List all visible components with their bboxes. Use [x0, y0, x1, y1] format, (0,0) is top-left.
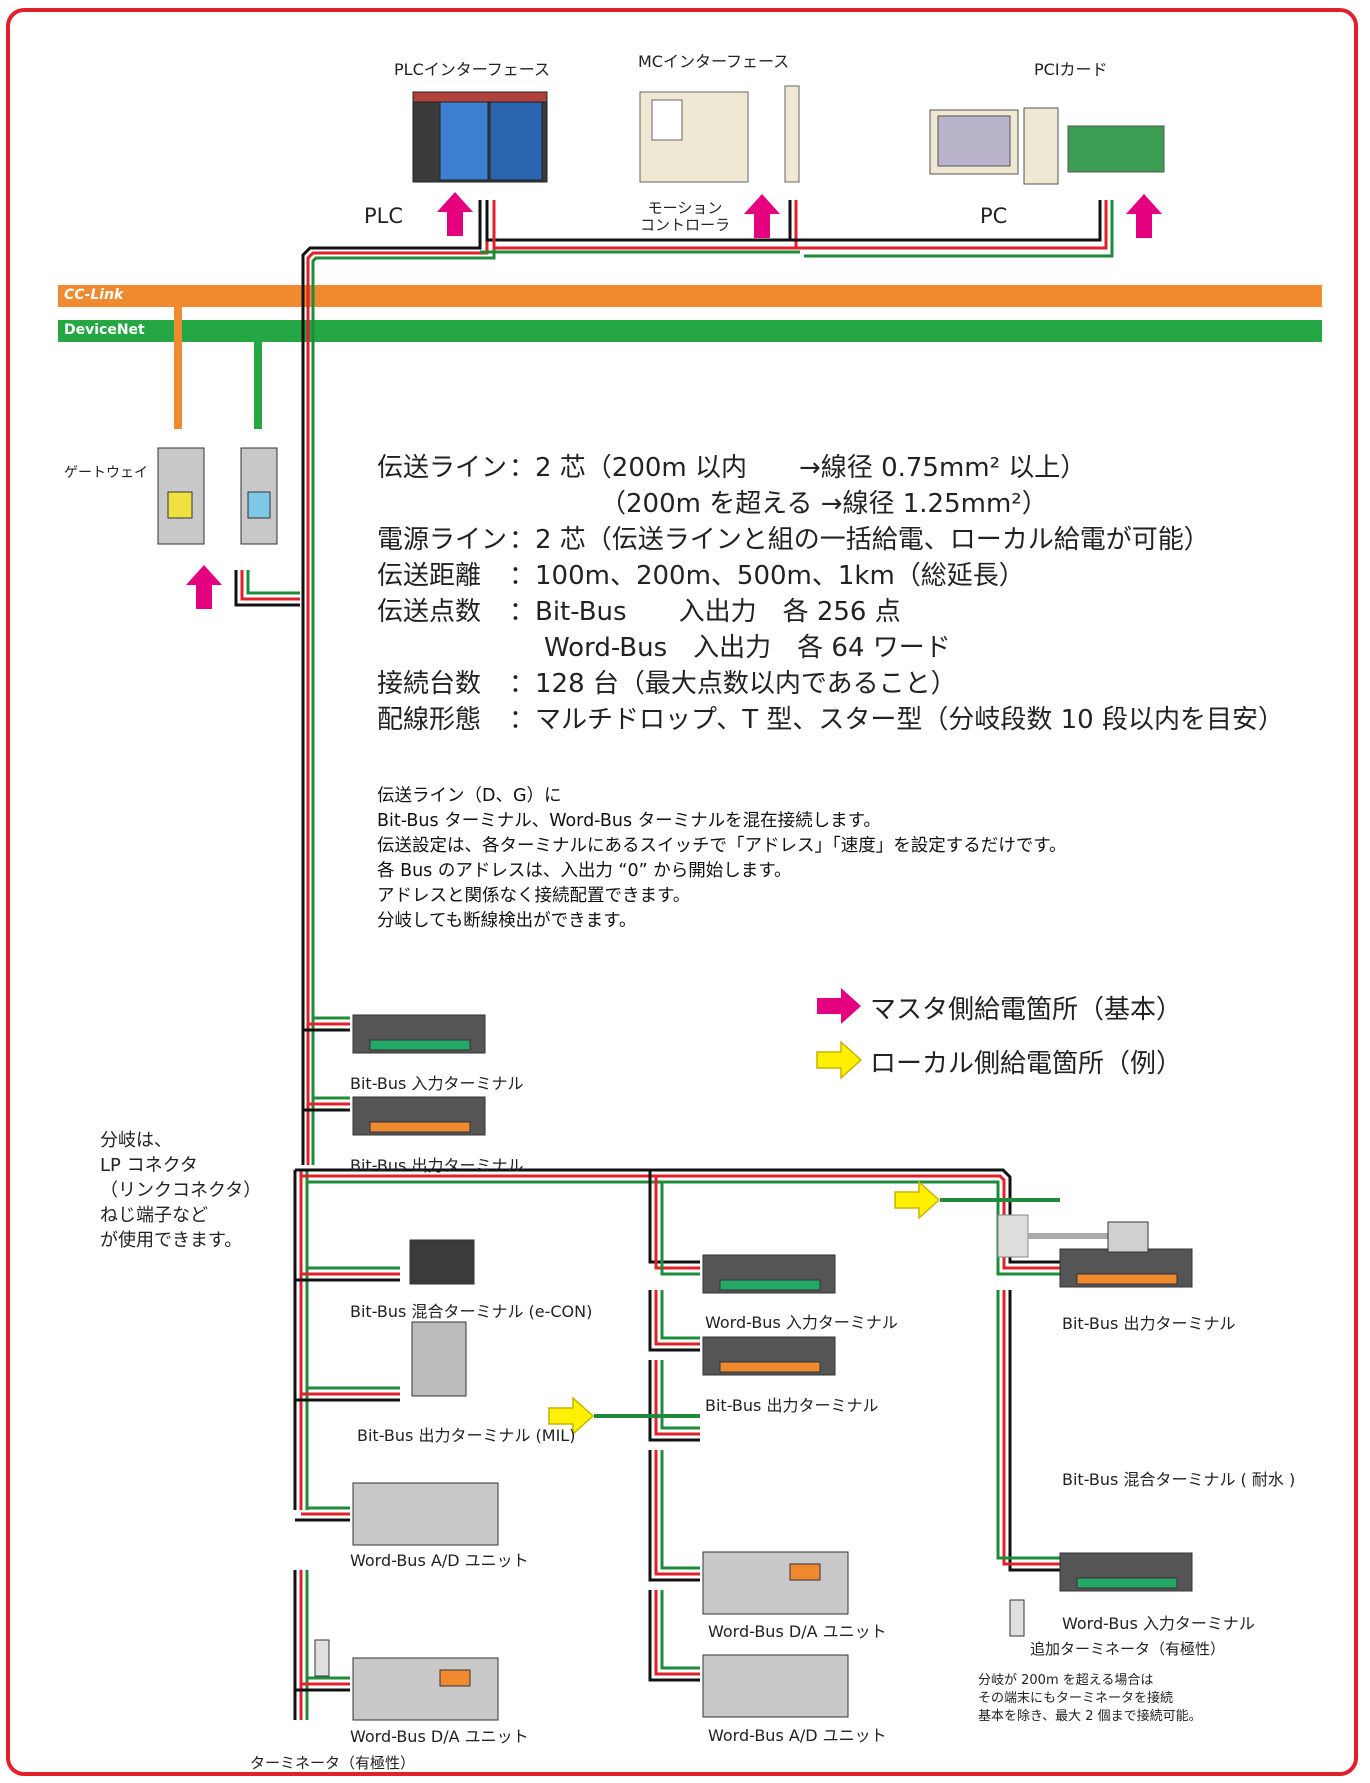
notes-block: 伝送ライン（D、G）に Bit-Bus ターミナル、Word-Bus ターミナル…	[377, 786, 1067, 931]
label-word-ad-1: Word-Bus A/D ユニット	[350, 1551, 529, 1570]
label-bit-in-1: Bit-Bus 入力ターミナル	[350, 1074, 524, 1093]
spec-row: 伝送ライン：2 芯（200m 以内 →線径 0.75mm² 以上）	[377, 453, 1087, 483]
label-word-in-2: Word-Bus 入力ターミナル	[705, 1313, 898, 1332]
spec-row: 接続台数：128 台（最大点数以内であること）	[377, 669, 957, 699]
legend-local: ローカル側給電箇所（例）	[870, 1049, 1183, 1079]
legend-master: マスタ側給電箇所（基本）	[870, 995, 1183, 1025]
label-terminator-1: ターミネータ（有極性）	[250, 1754, 416, 1772]
devicenet-label: DeviceNet	[64, 322, 145, 338]
label-bit-out-3: Bit-Bus 出力ターミナル	[1062, 1314, 1236, 1333]
plc-interface-label: PLCインターフェース	[394, 60, 550, 79]
label-bit-out-2: Bit-Bus 出力ターミナル	[705, 1396, 879, 1415]
label-bit-mix-water: Bit-Bus 混合ターミナル ( 耐水 )	[1062, 1470, 1296, 1489]
label-word-da-1: Word-Bus D/A ユニット	[350, 1727, 529, 1746]
spec-list: 伝送ライン：2 芯（200m 以内 →線径 0.75mm² 以上） （200m …	[377, 450, 1284, 738]
label-word-da-2: Word-Bus D/A ユニット	[708, 1622, 887, 1641]
pci-card-label: PCIカード	[1034, 60, 1108, 79]
spec-row: 伝送点数：Bit-Bus 入出力 各 256 点	[377, 597, 901, 627]
label-bit-out-1: Bit-Bus 出力ターミナル	[350, 1156, 524, 1175]
device-mc	[639, 85, 800, 183]
label-word-ad-2: Word-Bus A/D ユニット	[708, 1726, 887, 1745]
outer-frame	[6, 8, 1358, 1776]
spec-row: 配線形態：マルチドロップ、T 型、スター型（分岐段数 10 段以内を目安）	[377, 705, 1284, 735]
device-pc	[929, 107, 1165, 185]
pc-label: PC	[980, 204, 1008, 228]
spec-row: 伝送距離：100m、200m、500m、1km（総延長）	[377, 561, 1025, 591]
motion-controller-label: モーション コントローラ	[640, 199, 731, 234]
spec-row: Word-Bus 入出力 各 64 ワード	[544, 633, 951, 663]
label-word-in-3: Word-Bus 入力ターミナル	[1062, 1614, 1255, 1633]
mc-interface-label: MCインターフェース	[638, 52, 790, 71]
device-plc	[412, 91, 548, 183]
label-terminator-2: 追加ターミネータ（有極性）	[1030, 1640, 1226, 1658]
spec-row: 電源ライン：2 芯（伝送ラインと組の一括給電、ローカル給電が可能）	[377, 525, 1210, 555]
plc-label: PLC	[364, 204, 404, 228]
devicenet-bar	[58, 320, 1322, 342]
label-bit-mix-econ: Bit-Bus 混合ターミナル (e-CON)	[350, 1302, 593, 1321]
gateway-label: ゲートウェイ	[64, 465, 148, 481]
label-bit-out-mil: Bit-Bus 出力ターミナル (MIL)	[357, 1426, 576, 1445]
cclink-label: CC-Link	[64, 287, 124, 303]
footnote: 分岐が 200m を超える場合は その端末にもターミネータを接続 基本を除き、最…	[978, 1673, 1202, 1724]
spec-row: （200m を超える →線径 1.25mm²）	[600, 489, 1048, 519]
cclink-bar	[58, 285, 1322, 307]
branch-note: 分岐は、 LP コネクタ （リンクコネクタ） ねじ端子など が使用できます。	[100, 1130, 262, 1251]
trunk-cable	[301, 200, 1114, 1033]
